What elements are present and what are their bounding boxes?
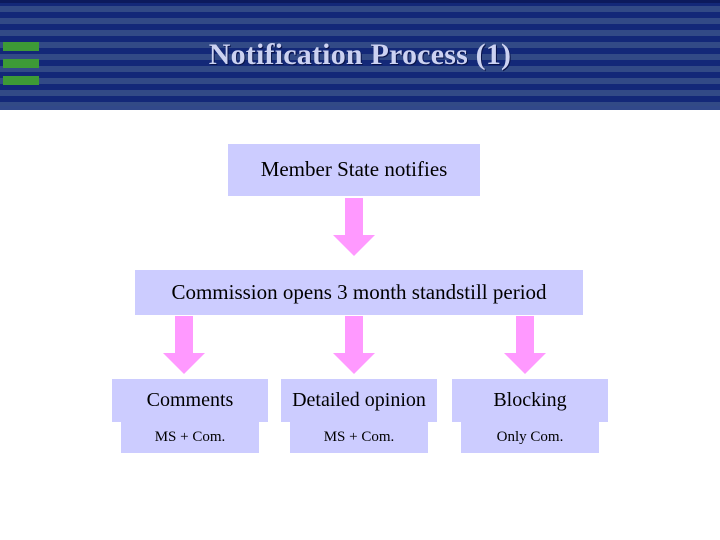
green-accent-bar-3 <box>3 76 39 85</box>
outcome-title-label: Comments <box>146 389 234 411</box>
header-top-rule <box>0 0 720 3</box>
arrow-down-icon <box>332 316 376 376</box>
slide-header-banner: Notification Process (1) <box>0 0 720 110</box>
flow-node-mid-label: Commission opens 3 month standstill peri… <box>171 279 547 304</box>
outcome-title-label: Detailed opinion <box>292 389 426 411</box>
outcome-actors-box: MS + Com. <box>290 422 428 453</box>
flow-node-member-state-notifies: Member State notifies <box>228 144 480 196</box>
outcome-actors-box: Only Com. <box>461 422 599 453</box>
arrow-down-icon <box>332 198 376 258</box>
flow-node-commission-standstill: Commission opens 3 month standstill peri… <box>135 270 583 315</box>
green-accent-bar-1 <box>3 42 39 51</box>
green-accent-bar-2 <box>3 59 39 68</box>
outcome-title-label: Blocking <box>493 389 567 411</box>
green-accent-bars <box>3 42 39 88</box>
outcome-actors-label: MS + Com. <box>323 429 395 445</box>
arrow-down-icon <box>503 316 547 376</box>
outcome-title-box: Blocking <box>452 379 608 422</box>
outcome-actors-label: MS + Com. <box>154 429 226 445</box>
arrow-down-icon <box>162 316 206 376</box>
outcome-title-box: Comments <box>112 379 268 422</box>
outcome-actors-box: MS + Com. <box>121 422 259 453</box>
flow-node-top-label: Member State notifies <box>260 157 448 182</box>
notification-process-flowchart: Member State notifies Commission opens 3… <box>0 110 720 540</box>
header-bottom-rule <box>0 106 720 110</box>
outcome-title-box: Detailed opinion <box>281 379 437 422</box>
outcome-actors-label: Only Com. <box>496 429 564 445</box>
slide-title: Notification Process (1) <box>208 38 512 71</box>
